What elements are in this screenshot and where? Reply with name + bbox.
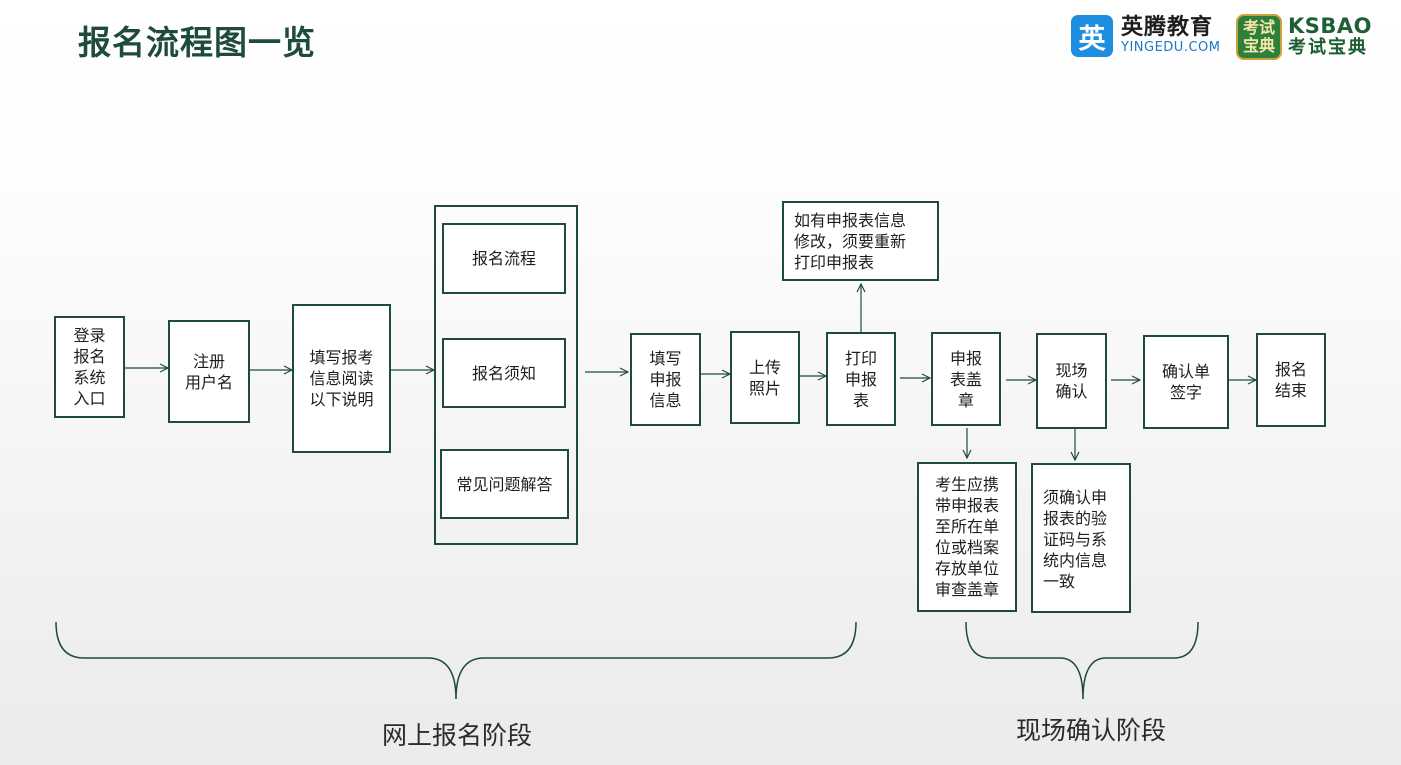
step-fill-info: 填写 申报 信息 [630, 333, 701, 426]
note-reprint: 如有申报表信息 修改，须要重新 打印申报表 [782, 201, 939, 281]
step-onsite-confirm: 现场 确认 [1036, 333, 1107, 429]
doc-notice: 报名须知 [442, 338, 566, 408]
brace-online [55, 621, 857, 700]
stage-online-label: 网上报名阶段 [382, 721, 533, 750]
step-login: 登录 报名 系统 入口 [54, 316, 125, 418]
brace-onsite [965, 621, 1199, 700]
ksbao-name-cn: 考试宝典 [1288, 37, 1368, 58]
step-finish: 报名 结束 [1256, 333, 1326, 427]
ksbao-name-en: KSBAO [1288, 14, 1373, 38]
step-register: 注册 用户名 [168, 320, 250, 423]
step-upload-photo: 上传 照片 [730, 331, 800, 424]
step-print-form: 打印 申报 表 [826, 332, 896, 426]
ksbao-seal-icon: 考试宝典 [1236, 14, 1282, 60]
yingedu-name: 英腾教育 [1121, 15, 1214, 40]
ksbao-logo: 考试宝典 KSBAO 考试宝典 [1236, 14, 1372, 60]
doc-process: 报名流程 [442, 223, 566, 294]
page-title: 报名流程图一览 [78, 23, 316, 62]
step-confirm-sign: 确认单 签字 [1143, 335, 1229, 429]
yingedu-logo: 英 英腾教育 YINGEDU.COM [1071, 15, 1220, 57]
yingedu-domain: YINGEDU.COM [1121, 40, 1221, 55]
note-stamp-detail: 考生应携 带申报表 至所在单 位或档案 存放单位 审查盖章 [917, 462, 1017, 612]
doc-faq: 常见问题解答 [440, 449, 569, 519]
note-verify-detail: 须确认申 报表的验 证码与系 统内信息 一致 [1031, 463, 1131, 613]
yingedu-badge-icon: 英 [1071, 15, 1113, 57]
stage-onsite-label: 现场确认阶段 [1016, 716, 1167, 745]
docs-container [434, 205, 578, 545]
step-stamp-form: 申报 表盖 章 [931, 332, 1001, 426]
step-read-info: 填写报考 信息阅读 以下说明 [292, 304, 391, 453]
